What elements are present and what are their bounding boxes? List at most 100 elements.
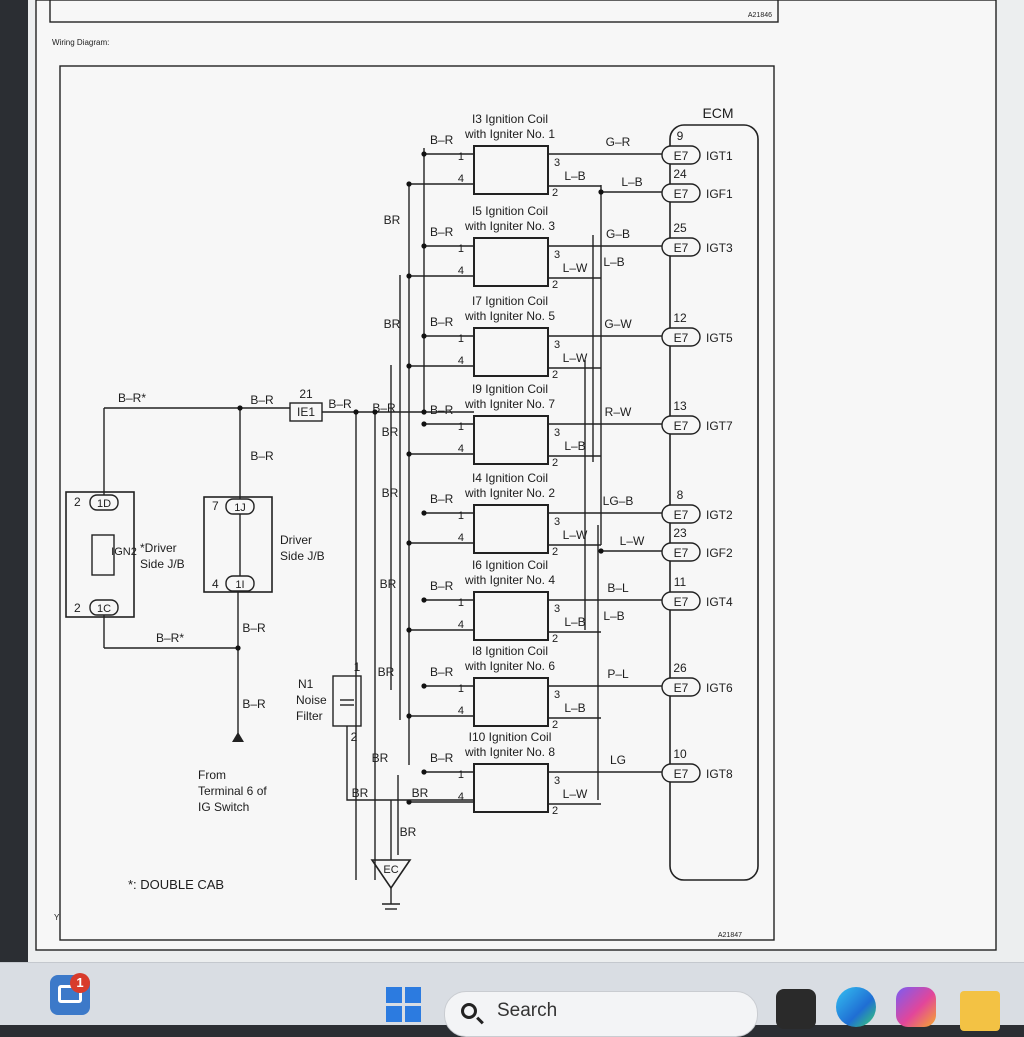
feed-wire-label-3: B–R [372, 401, 396, 415]
ecm-connector-5 [661, 504, 701, 524]
windows-start-icon[interactable] [386, 987, 422, 1023]
ground-dot-3 [406, 363, 412, 369]
ignition-coil-box-7 [473, 677, 549, 727]
coil-supply-label-7: B–R [430, 665, 454, 679]
jb-right-top-conn: 1J [234, 502, 246, 514]
jb-right-bottom-pin: 4 [212, 577, 219, 591]
ecm-connector-3 [661, 327, 701, 347]
copilot-icon[interactable] [896, 987, 936, 1027]
supply-dot-8 [421, 769, 427, 775]
coil-pin-4-5: 4 [458, 532, 464, 544]
ignition-coil-box-2 [473, 237, 549, 287]
feed-wire-label-2: B–R [328, 397, 352, 411]
search-placeholder: Search [497, 1000, 558, 1021]
coil-signal-wire-label-7: P–L [607, 667, 629, 681]
igf-connector-1 [661, 183, 701, 203]
br-label-e: BR [380, 577, 397, 591]
search-input[interactable]: Search [444, 991, 758, 1037]
coil-supply-label-6: B–R [430, 579, 454, 593]
coil-pin-2-2: 2 [552, 279, 558, 291]
jb-left-top-pin: 2 [74, 495, 81, 509]
file-explorer-icon[interactable] [960, 991, 1000, 1031]
coil-pin-4-6: 4 [458, 619, 464, 631]
ecm-pin-number-5: 8 [677, 488, 684, 502]
ecm-signal-8: IGT8 [706, 767, 733, 781]
coil-feed-dot [421, 409, 427, 415]
coil-pin-4-1: 4 [458, 173, 464, 185]
ecm-connector-6 [661, 591, 701, 611]
ignition-coil-box-8 [473, 763, 549, 813]
noise-ground-wire [346, 726, 474, 801]
noise-filter-label-2: Filter [296, 709, 323, 723]
coil-name-2: I5 Ignition Coil [472, 204, 548, 218]
coil-subname-5: with Igniter No. 2 [464, 486, 555, 500]
ecm-signal-6: IGT4 [706, 595, 733, 609]
coil-pin-1-4: 1 [458, 421, 464, 433]
igf-pin-number-1: 24 [673, 167, 687, 181]
ground-dot-2 [406, 273, 412, 279]
coil-signal-wire-label-6: B–L [607, 581, 629, 595]
task-view-icon[interactable] [776, 989, 816, 1029]
igf-connector-label-1: E7 [674, 187, 689, 201]
coil-pin-3-8: 3 [554, 775, 560, 787]
ecm-signal-7: IGT6 [706, 681, 733, 695]
coil-feedback-label-1: L–B [564, 169, 585, 183]
ie1-label: IE1 [297, 405, 315, 419]
ecm-pin-number-7: 26 [673, 661, 687, 675]
igf-dot-5 [598, 548, 604, 554]
source-wire-label: B–R [242, 697, 266, 711]
coil-pin-4-8: 4 [458, 791, 464, 803]
trunk-wire-label-2: L–B [603, 255, 624, 269]
corner-mark: Y [54, 913, 60, 922]
coil-pin-1-1: 1 [458, 151, 464, 163]
br-label-i: BR [412, 786, 429, 800]
coil-supply-label-5: B–R [430, 492, 454, 506]
jb-left-label-2: Side J/B [140, 557, 185, 571]
coil-subname-6: with Igniter No. 4 [464, 573, 555, 587]
coil-subname-1: with Igniter No. 1 [464, 127, 555, 141]
coil-pin-2-4: 2 [552, 457, 558, 469]
coil-pin-1-7: 1 [458, 683, 464, 695]
coil-signal-wire-label-5: LG–B [603, 494, 634, 508]
coil-pin-3-2: 3 [554, 249, 560, 261]
coil-pin-3-7: 3 [554, 689, 560, 701]
ecm-signal-3: IGT5 [706, 331, 733, 345]
coil-pin-1-2: 1 [458, 243, 464, 255]
diagram-frame [59, 65, 775, 941]
coil-feedback-label-4: L–B [564, 439, 585, 453]
noise-pin-1: 1 [354, 660, 361, 674]
coil-name-1: I3 Ignition Coil [472, 112, 548, 126]
ecm-connector-4 [661, 415, 701, 435]
source-line-1: From [198, 768, 226, 782]
coil-pin-2-1: 2 [552, 187, 558, 199]
jb-left-bottom-label: B–R* [156, 631, 184, 645]
taskbar: 1 Search [0, 962, 1024, 1037]
ecm-signal-4: IGT7 [706, 419, 733, 433]
coil-pin-2-8: 2 [552, 805, 558, 817]
ecm-pin-number-6: 11 [674, 575, 687, 589]
coil-pin-2-3: 2 [552, 369, 558, 381]
source-line-3: IG Switch [198, 800, 249, 814]
supply-dot-7 [421, 683, 427, 689]
coil-feedback-label-6: L–B [564, 615, 585, 629]
ignition-coil-box-3 [473, 327, 549, 377]
edge-browser-icon[interactable] [836, 987, 876, 1027]
igf-dot-1 [598, 189, 604, 195]
trunk-wire-label-6: L–B [603, 609, 624, 623]
ecm-connector-label-2: E7 [674, 241, 689, 255]
br-label-h: BR [352, 786, 369, 800]
jb-top-dot [237, 405, 243, 411]
supply-dot-2 [421, 243, 427, 249]
top-ref: A21846 [748, 12, 772, 19]
supply-dot-3 [421, 333, 427, 339]
coil-pin-4-2: 4 [458, 265, 464, 277]
coil-name-7: I8 Ignition Coil [472, 644, 548, 658]
coil-pin-1-5: 1 [458, 510, 464, 522]
igf-pin-number-5: 23 [673, 526, 687, 540]
coil-pin-2-6: 2 [552, 633, 558, 645]
jb-bottom-dot [235, 645, 241, 651]
previous-page-frame [49, 0, 779, 23]
jb-right-bottom-conn: 1I [235, 579, 244, 591]
